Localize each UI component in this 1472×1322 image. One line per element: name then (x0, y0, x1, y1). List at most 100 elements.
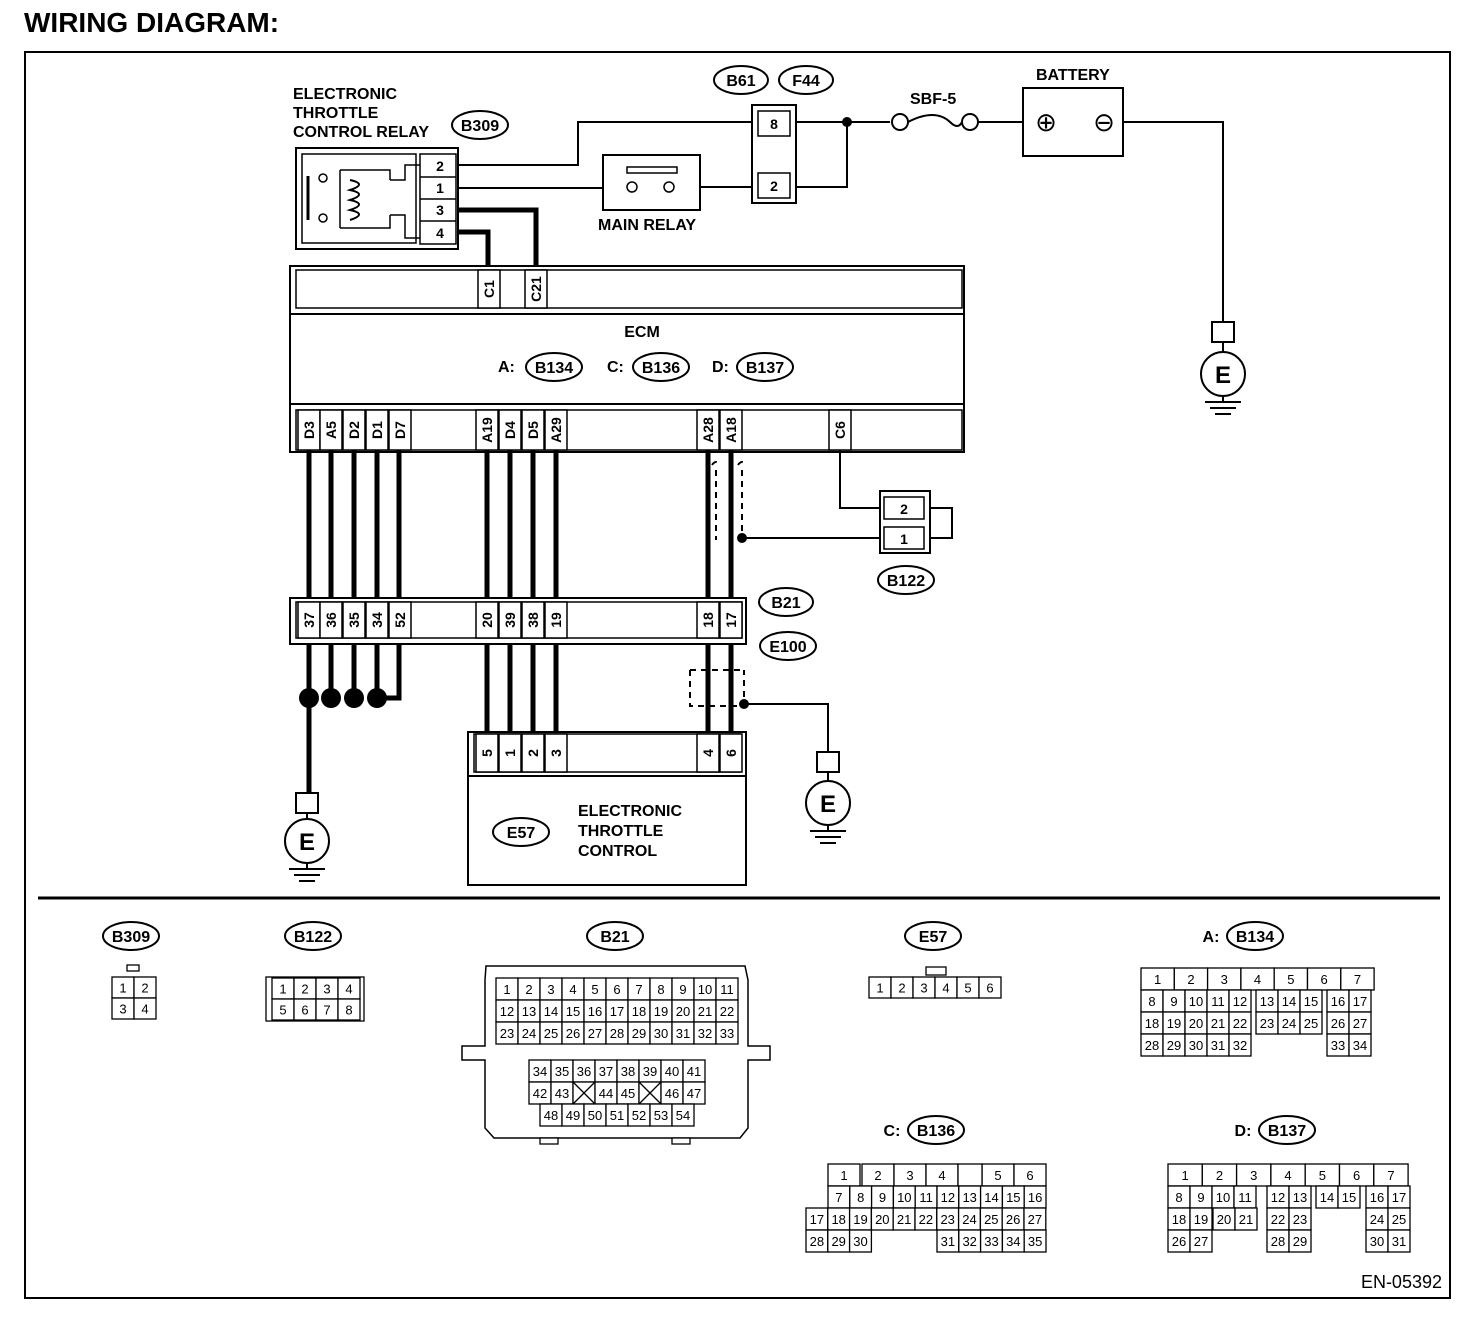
relay-pin: 4 (436, 225, 444, 241)
connector-pin: 8 (857, 1190, 864, 1205)
b122-pin: 2 (900, 501, 908, 517)
shield-lower (689, 669, 745, 707)
connector-pin: 19 (654, 1004, 668, 1019)
connector-pin: 20 (875, 1212, 889, 1227)
connector-pin: 24 (962, 1212, 976, 1227)
connector-pin: 11 (919, 1190, 933, 1205)
connector-pin: 37 (599, 1064, 613, 1079)
connector-pin: 46 (665, 1086, 679, 1101)
connector-pin: 15 (1342, 1190, 1356, 1205)
fuse-conn-pin: 8 (770, 116, 778, 132)
connector-pin: 11 (1238, 1190, 1252, 1205)
connector-pin: 1 (1154, 972, 1161, 987)
connector-pin: 28 (610, 1026, 624, 1041)
view-badge-label: B136 (917, 1123, 955, 1140)
connector-pin: 2 (301, 982, 308, 997)
ecm-bottom-pin: A18 (723, 417, 739, 443)
connector-pin: 3 (906, 1168, 913, 1183)
main-relay: MAIN RELAY (598, 154, 701, 234)
connector-pin: 42 (533, 1086, 547, 1101)
connector-pin: 2 (1216, 1168, 1223, 1183)
connector-pin: 21 (1211, 1016, 1225, 1031)
connector-pin: 50 (588, 1108, 602, 1123)
ecm-conn-a-prefix: A: (498, 359, 515, 376)
connector-pin: 30 (853, 1234, 867, 1249)
ecm-bottom-pin: D5 (525, 421, 541, 439)
etc-pin: 5 (479, 749, 495, 757)
etc-label-1: ELECTRONIC (578, 803, 682, 820)
connector-pin: 4 (942, 981, 949, 996)
ecm-bottom-pin: D2 (346, 421, 362, 439)
view-badge-label: B134 (1236, 929, 1274, 946)
connector-pin: 10 (1216, 1190, 1230, 1205)
b309-badge (451, 110, 509, 140)
connector-pin: 30 (654, 1026, 668, 1041)
connector-pin: 25 (984, 1212, 998, 1227)
connector-pin: 1 (279, 982, 286, 997)
connector-pin: 17 (810, 1212, 824, 1227)
connector-pin: 22 (720, 1004, 734, 1019)
connector-pin: 2 (525, 982, 532, 997)
connector-pin: 24 (1282, 1016, 1296, 1031)
connector-pin: 53 (654, 1108, 668, 1123)
connector-pin: 9 (679, 982, 686, 997)
ecm-conn-d-prefix: D: (712, 359, 729, 376)
connector-pin: 28 (1271, 1234, 1285, 1249)
relay-pin: 2 (436, 158, 444, 174)
connector-pin: 15 (1006, 1190, 1020, 1205)
ecm-bottom-pin: D7 (392, 421, 408, 439)
connector-pin: 22 (1233, 1016, 1247, 1031)
connector-pin: 36 (577, 1064, 591, 1079)
connector-pin: 16 (1331, 994, 1345, 1009)
fuse-label: SBF-5 (910, 91, 956, 108)
etc-pin: 1 (502, 749, 518, 757)
relay-label-3: CONTROL RELAY (293, 124, 429, 141)
ecm-bottom-pin: D4 (502, 421, 518, 439)
connector-pin: 2 (1187, 972, 1194, 987)
relay-label-2: THROTTLE (293, 105, 379, 122)
connector-pin: 9 (1197, 1190, 1204, 1205)
etc-pin: 2 (525, 749, 541, 757)
connector-pin: 7 (1354, 972, 1361, 987)
connector-pin: 5 (1319, 1168, 1326, 1183)
connector-pin: 19 (853, 1212, 867, 1227)
connector-pin: 19 (1194, 1212, 1208, 1227)
ground-label: E (1215, 362, 1231, 389)
battery-minus-icon: ⊖ (1093, 107, 1115, 137)
b309-badge-label: B309 (461, 118, 499, 135)
connector-pin: 3 (1221, 972, 1228, 987)
ground-label: E (299, 829, 315, 856)
connector-pin: 7 (1387, 1168, 1394, 1183)
joint-pin: 35 (346, 612, 362, 628)
connector-pin: 12 (500, 1004, 514, 1019)
ecm-bottom-pin: C6 (832, 421, 848, 439)
connector-pin: 25 (1392, 1212, 1406, 1227)
connector-pin: 1 (119, 981, 126, 996)
ecm-bottom-pin: A29 (548, 417, 564, 443)
connector-pin: 3 (119, 1002, 126, 1017)
connector-pin: 4 (141, 1002, 148, 1017)
connector-pin: 27 (1194, 1234, 1208, 1249)
connector-pin: 34 (1006, 1234, 1020, 1249)
connector-pin: 4 (1284, 1168, 1291, 1183)
fuse-sbf5: SBF-5 (891, 91, 979, 131)
connector-pin: 3 (1250, 1168, 1257, 1183)
ecm-top-pin: C21 (528, 276, 544, 302)
throttle-control-relay: ELECTRONIC THROTTLE CONTROL RELAY B309 2… (293, 86, 509, 250)
connector-pin: 23 (940, 1212, 954, 1227)
ecm-bottom-pin: D3 (301, 421, 317, 439)
ground-label: E (820, 791, 836, 818)
etc-pin: 3 (548, 749, 564, 757)
view-badge-label: B122 (294, 929, 332, 946)
connector-pin: 6 (986, 981, 993, 996)
connector-pin: 49 (566, 1108, 580, 1123)
connector-pin: 10 (897, 1190, 911, 1205)
connector-pin: 9 (1170, 994, 1177, 1009)
ground-icon: E (805, 751, 851, 844)
b61-badge-label: B61 (726, 73, 755, 90)
connector-pin: 22 (919, 1212, 933, 1227)
joint-pin: 19 (548, 612, 564, 628)
connector-pin: 34 (533, 1064, 547, 1079)
